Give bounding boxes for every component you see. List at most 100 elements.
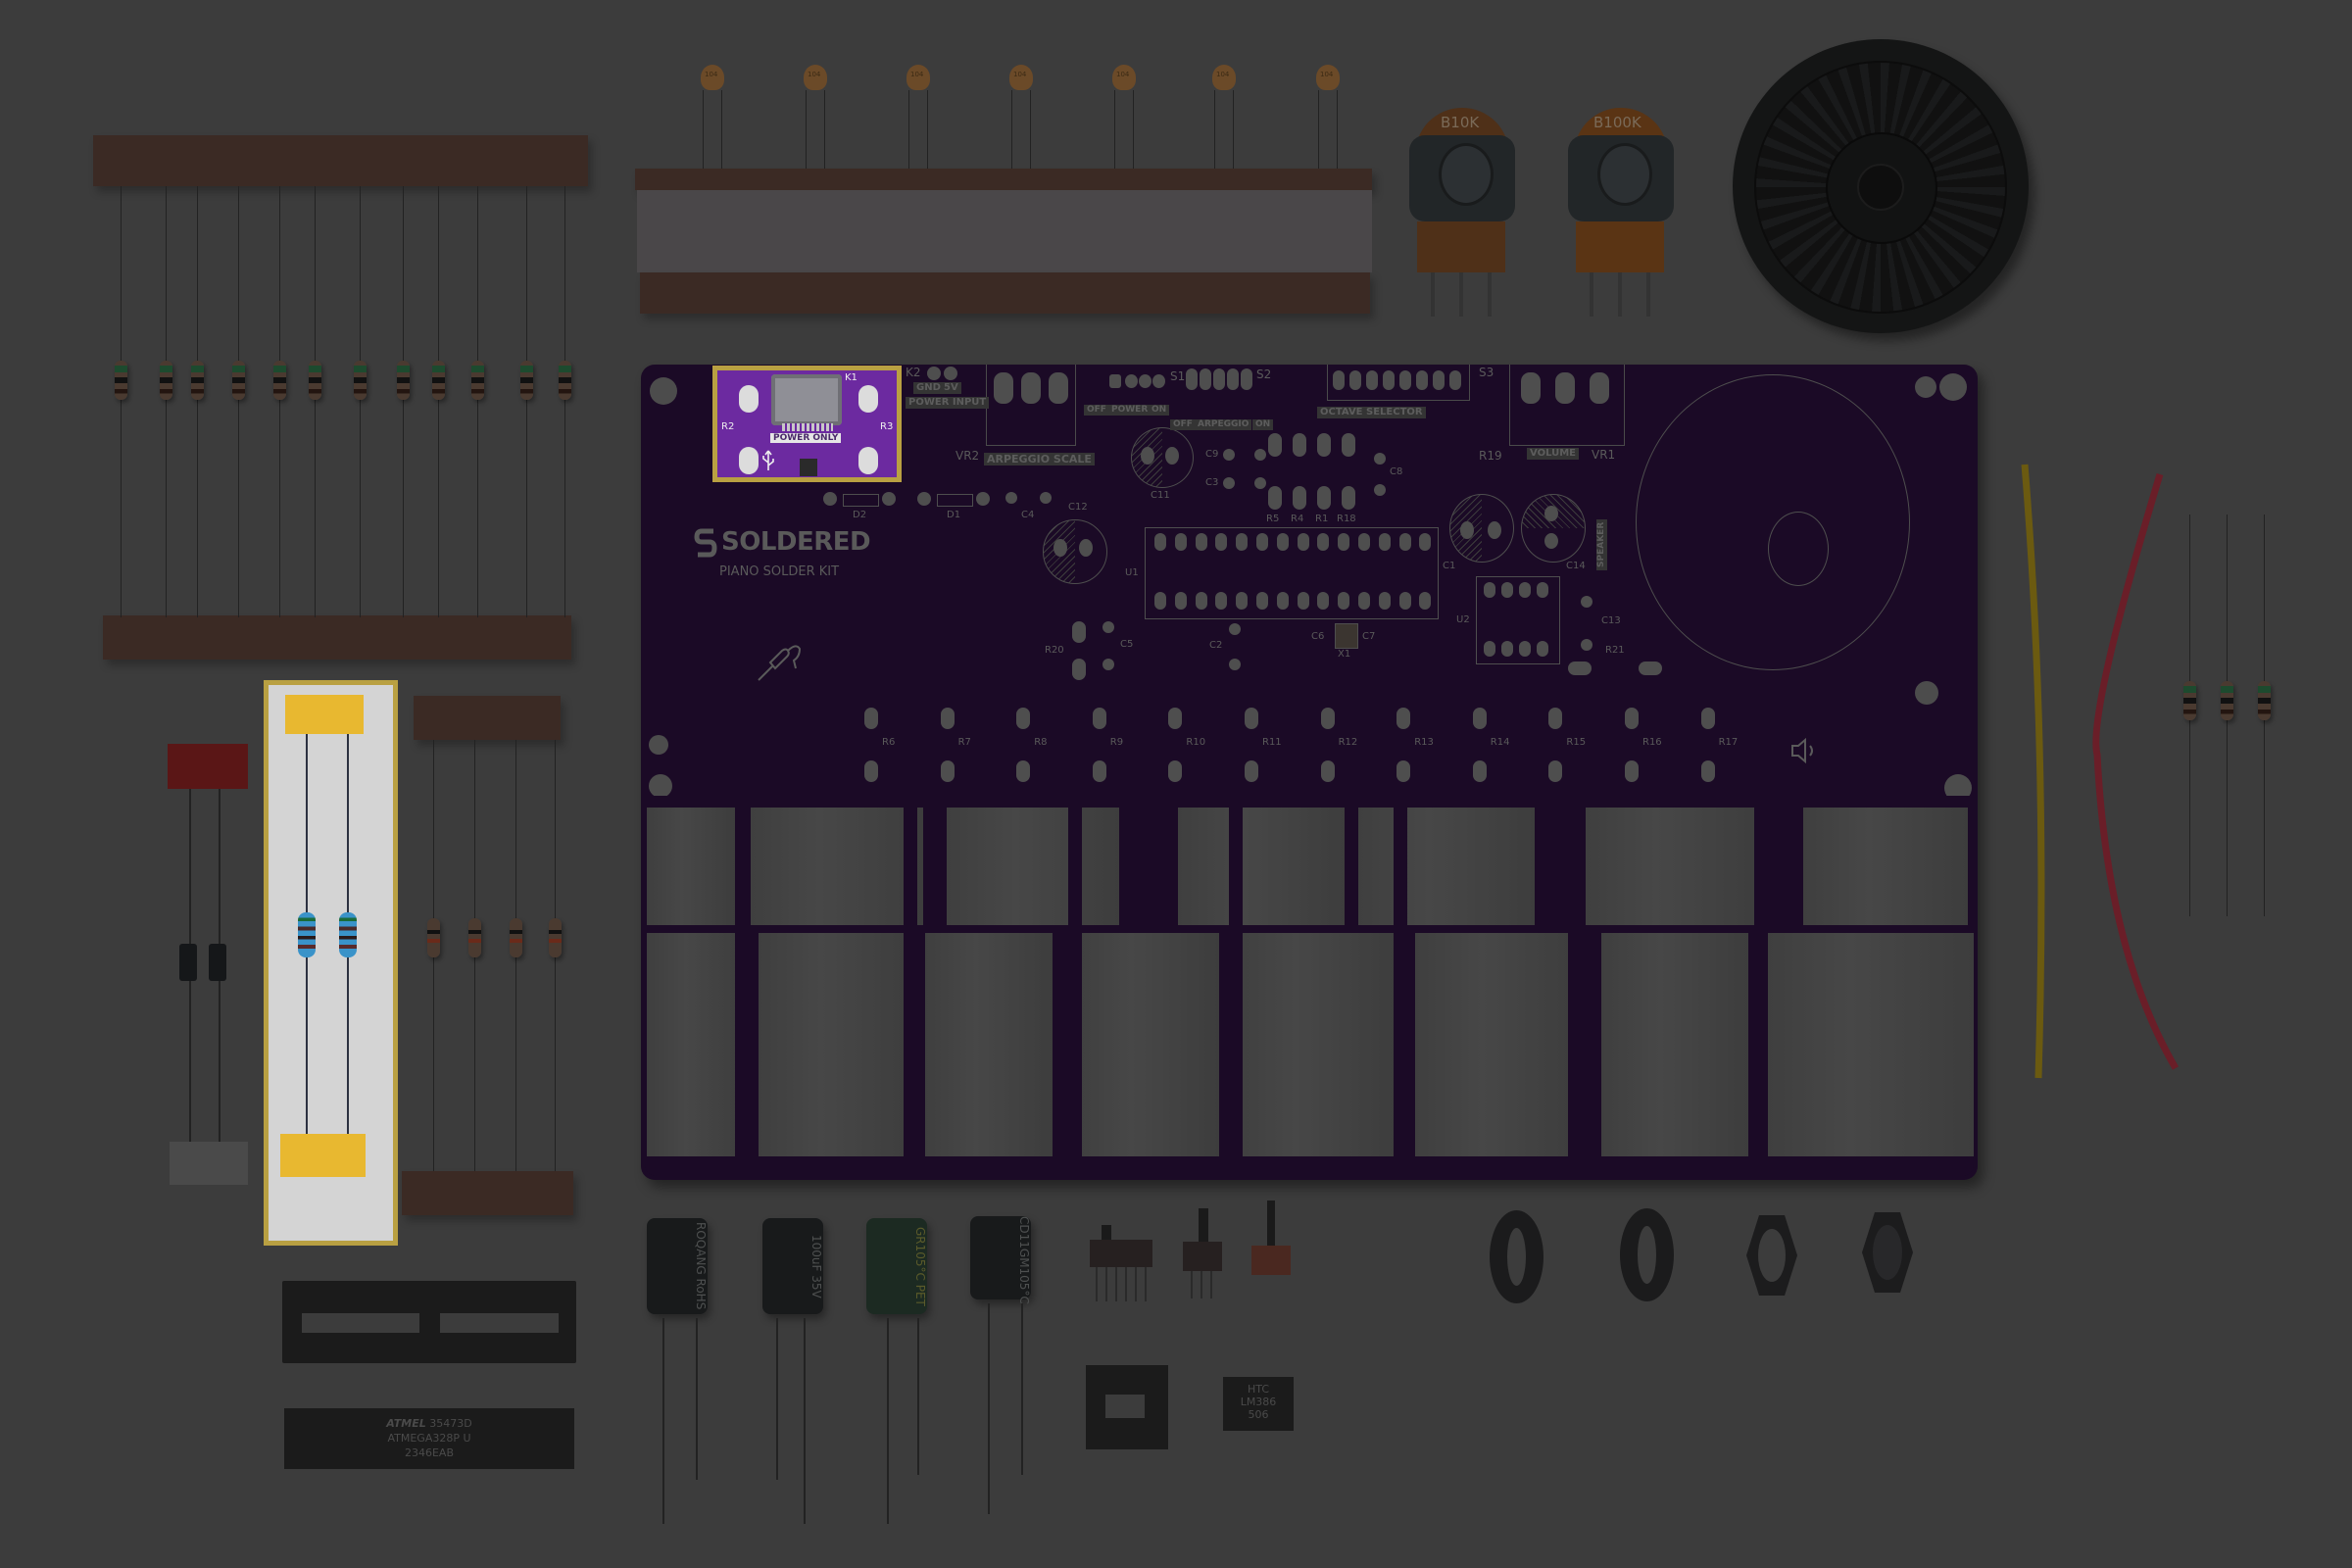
axial-component-pair[interactable] xyxy=(162,740,255,1191)
ceramic-capacitor xyxy=(1112,65,1136,90)
c12-outline xyxy=(1043,519,1107,584)
diode-pad xyxy=(882,492,896,506)
label-s3: S3 xyxy=(1479,366,1494,379)
axial-inductor xyxy=(209,944,226,981)
piano-key-upper xyxy=(751,808,923,925)
capacitor-pad xyxy=(1223,477,1235,489)
piano-pcb[interactable]: K2 GND 5V POWER INPUT VR2 ARPEGGIO SCALE… xyxy=(641,365,1978,1180)
resistor-pad xyxy=(864,760,878,782)
label-off-arpeggio: OFF xyxy=(1170,419,1196,430)
resistor-pad xyxy=(1168,708,1183,729)
yellow-wire[interactable] xyxy=(2019,461,2078,1088)
capacitor-lead xyxy=(824,90,825,171)
resistor-pad xyxy=(940,708,955,729)
pot-pin xyxy=(1488,272,1492,317)
resistor-pad xyxy=(1396,708,1411,729)
label-c12: C12 xyxy=(1068,502,1088,513)
capacitor-marking: CD11GM105°C xyxy=(1017,1216,1031,1304)
resistor-label: R7 xyxy=(957,737,971,748)
resistor-lead xyxy=(166,186,167,617)
ceramic-capacitor xyxy=(701,65,724,90)
atmega328p-chip[interactable]: ATMEL 35473D ATMEGA328P U 2346EAB xyxy=(284,1408,574,1469)
c14-outline xyxy=(1521,494,1586,563)
ic-socket-28pin[interactable] xyxy=(282,1281,576,1363)
pot-shaft xyxy=(1439,143,1494,206)
capacitor-marking: 100uF 35V xyxy=(809,1234,823,1298)
resistor xyxy=(354,361,367,400)
capacitor-lead xyxy=(806,90,807,171)
electrolytic-capacitor[interactable]: ROQANG RoHS xyxy=(647,1218,708,1314)
hex-nut[interactable] xyxy=(1746,1215,1797,1296)
washer[interactable] xyxy=(1620,1208,1674,1301)
ic-pad xyxy=(1501,641,1513,657)
diode-pad xyxy=(917,492,931,506)
slide-switch-large[interactable] xyxy=(1086,1225,1154,1303)
capacitor-lead xyxy=(1337,90,1338,171)
capacitor-lead xyxy=(1233,90,1234,171)
red-wire[interactable] xyxy=(2087,461,2185,1088)
speaker-center xyxy=(1857,164,1904,211)
electrolytic-capacitor[interactable]: GR105°C PET xyxy=(866,1218,927,1314)
resistor-pad xyxy=(1320,760,1335,782)
resistor-set-loose[interactable] xyxy=(2176,514,2283,926)
resistor xyxy=(2183,681,2196,720)
capacitor-marking: 104 xyxy=(1216,71,1230,78)
capacitor-lead xyxy=(721,90,722,171)
ic-pad xyxy=(1537,641,1548,657)
resistor-lead xyxy=(315,186,316,617)
tape-top xyxy=(93,135,588,186)
capacitor-lead xyxy=(917,1318,919,1475)
speaker[interactable] xyxy=(1733,39,2029,333)
electrolytic-capacitor[interactable]: 100uF 35V xyxy=(762,1218,823,1314)
ic-pad xyxy=(1154,592,1166,610)
resistor xyxy=(232,361,245,400)
pad-r3-top xyxy=(858,385,878,413)
ic-socket-8pin[interactable] xyxy=(1086,1365,1168,1449)
ic-pad xyxy=(1215,592,1228,610)
capacitor-marking: 104 xyxy=(1013,71,1027,78)
slide-switch-smd[interactable] xyxy=(1250,1200,1294,1279)
lm386-chip[interactable]: HTC LM386 506 xyxy=(1223,1377,1294,1431)
switch-pin xyxy=(1145,1267,1147,1301)
highlight-usb-power-section[interactable]: R2 R3 K1 POWER ONLY xyxy=(712,366,902,482)
ceramic-capacitor xyxy=(906,65,930,90)
label-power-only: POWER ONLY xyxy=(770,433,842,443)
chip-code: 506 xyxy=(1248,1408,1269,1421)
k2-pad xyxy=(944,367,957,380)
highlight-blue-resistors[interactable] xyxy=(264,680,398,1246)
resistor-pad xyxy=(1625,760,1639,782)
switch-body xyxy=(1251,1246,1291,1275)
switch-knob xyxy=(1102,1225,1111,1241)
resistor-strip-small[interactable] xyxy=(402,691,578,1220)
switch-body xyxy=(1183,1242,1222,1271)
washer[interactable] xyxy=(1490,1210,1544,1303)
vr1-pad xyxy=(1521,372,1541,404)
switch-pad xyxy=(1139,374,1152,388)
resistor-pad xyxy=(1268,486,1282,510)
label-u2: U2 xyxy=(1456,614,1470,625)
yellow-tape-top xyxy=(285,695,364,734)
potentiometer-b10k[interactable]: B10K xyxy=(1409,108,1517,318)
label-d1: D1 xyxy=(947,510,961,520)
pot-shaft xyxy=(1597,143,1652,206)
switch-pad xyxy=(1125,374,1138,388)
resistor xyxy=(2221,681,2233,720)
diode-pad xyxy=(823,492,837,506)
capacitor-marking: GR105°C PET xyxy=(913,1226,927,1306)
piano-key-lower xyxy=(1415,933,1582,1156)
capacitor-lead xyxy=(662,1318,664,1524)
label-c1: C1 xyxy=(1443,561,1456,571)
hex-nut[interactable] xyxy=(1862,1212,1913,1293)
resistor xyxy=(2258,681,2271,720)
potentiometer-b100k[interactable]: B100K xyxy=(1568,108,1676,318)
resistor-strip-large[interactable] xyxy=(93,127,593,666)
label-c13: C13 xyxy=(1601,615,1621,626)
nut-hole xyxy=(1873,1225,1902,1280)
ic-pad xyxy=(1358,533,1370,551)
electrolytic-capacitor[interactable]: CD11GM105°C xyxy=(970,1216,1031,1304)
piano-key-lower xyxy=(647,933,745,1156)
label-c14: C14 xyxy=(1566,561,1586,571)
slide-switch-small[interactable] xyxy=(1181,1208,1225,1301)
label-r19: R19 xyxy=(1479,449,1502,463)
